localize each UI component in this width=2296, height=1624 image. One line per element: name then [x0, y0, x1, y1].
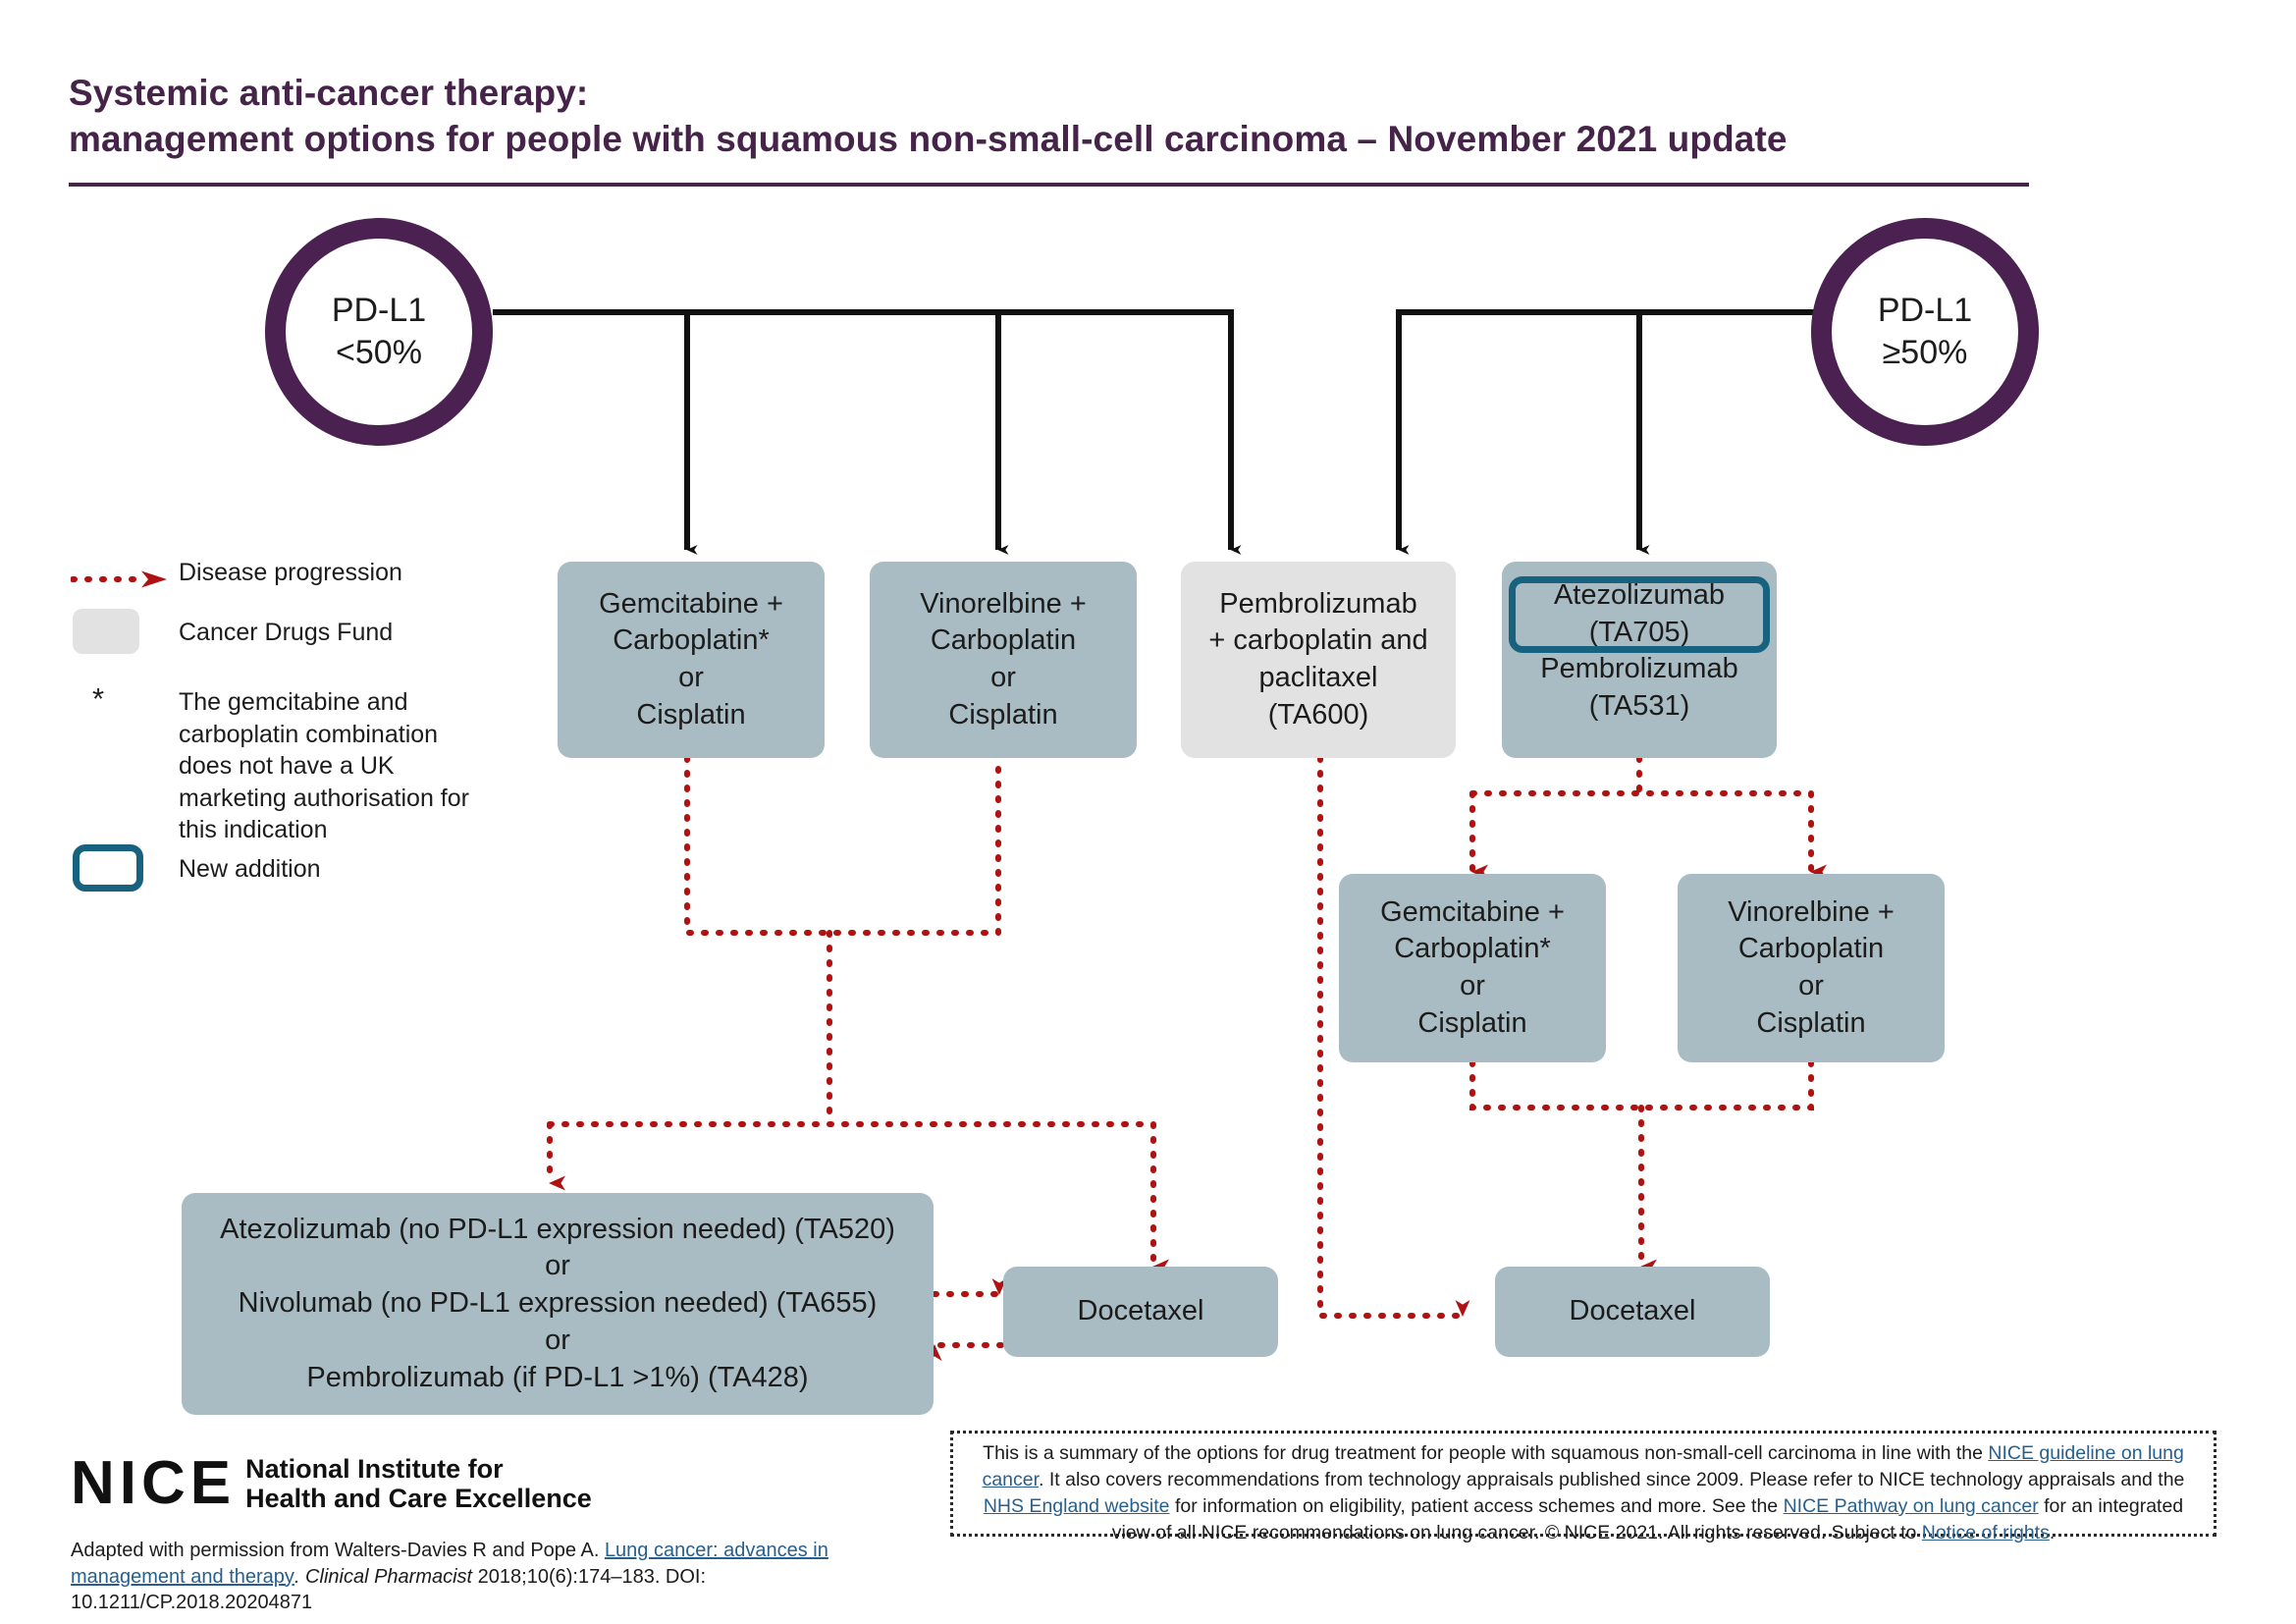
disclaimer-link-guideline[interactable]: NICE guideline on lung cancer — [982, 1442, 2184, 1490]
node-pdl1-high[interactable]: PD-L1 ≥50% — [1811, 218, 2039, 446]
node-atezolizumab-pembrolizumab[interactable]: Atezolizumab (TA705) Pembrolizumab (TA53… — [1502, 562, 1777, 758]
node-vinorelbine-carboplatin-left[interactable]: Vinorelbine + Carboplatin or Cisplatin — [870, 562, 1137, 758]
black-connectors-right — [1396, 309, 1814, 555]
legend-label-asterisk-note: The gemcitabine and carboplatin combinat… — [179, 688, 469, 843]
legend-item-cancer-drugs-fund: Cancer Drugs Fund — [71, 607, 532, 664]
legend-label-progression: Disease progression — [179, 559, 402, 586]
line: Nivolumab (no PD-L1 expression needed) (… — [238, 1287, 878, 1320]
line: Pembrolizumab — [1219, 587, 1417, 620]
new-addition-swatch-icon — [73, 844, 143, 892]
line: Gemcitabine + — [1380, 895, 1565, 928]
disclaimer-p2: . It also covers recommendations from te… — [1039, 1468, 2185, 1490]
pdl1-high-line2: ≥50% — [1882, 334, 1968, 371]
node-gemcitabine-carboplatin-left[interactable]: Gemcitabine + Carboplatin* or Cisplatin — [558, 562, 825, 758]
legend-label-new-addition: New addition — [179, 855, 321, 883]
pdl1-low-line1: PD-L1 — [331, 292, 427, 330]
attribution-link[interactable]: Lung cancer: advances in management and … — [71, 1540, 828, 1588]
dotted-arrow-icon — [71, 570, 167, 588]
line: Docetaxel — [1569, 1295, 1696, 1327]
legend-key-progression — [71, 556, 179, 589]
attribution-pre: Adapted with permission from Walters-Dav… — [71, 1540, 605, 1561]
nice-tagline-line2: Health and Care Excellence — [245, 1484, 592, 1513]
line: or — [545, 1250, 570, 1282]
title-underline — [69, 183, 2029, 187]
disclaimer-link-rights[interactable]: Notice of rights — [1921, 1521, 2050, 1543]
attribution-text: Adapted with permission from Walters-Dav… — [71, 1538, 925, 1616]
line: or — [1798, 970, 1824, 1001]
legend: Disease progression Cancer Drugs Fund * … — [71, 556, 532, 899]
legend-key-new-addition — [71, 844, 179, 892]
disclaimer-box: This is a summary of the options for dru… — [950, 1431, 2216, 1543]
line: + carboplatin and — [1208, 624, 1428, 657]
legend-label-cdf: Cancer Drugs Fund — [179, 619, 394, 646]
node-gemcitabine-carboplatin-right[interactable]: Gemcitabine + Carboplatin* or Cisplatin — [1339, 874, 1606, 1062]
asterisk-icon: * — [92, 681, 105, 716]
line: Carboplatin — [1737, 933, 1885, 965]
line: Gemcitabine + — [599, 587, 783, 620]
black-connectors-left — [493, 309, 1242, 555]
line: Cisplatin — [948, 698, 1058, 731]
disclaimer-link-pathway[interactable]: NICE Pathway on lung cancer — [1783, 1494, 2039, 1517]
disclaimer-link-nhs[interactable]: NHS England website — [983, 1494, 1170, 1517]
title-line-1: Systemic anti-cancer therapy: — [69, 73, 589, 113]
line: Pembrolizumab (if PD-L1 >1%) (TA428) — [306, 1361, 809, 1393]
title-line-2: management options for people with squam… — [69, 118, 1788, 159]
line: Atezolizumab (no PD-L1 expression needed… — [220, 1213, 895, 1245]
line: or — [990, 662, 1016, 693]
line: Carboplatin — [930, 624, 1077, 657]
new-addition-highlight-frame — [1509, 576, 1770, 653]
pdl1-low-line2: <50% — [336, 334, 422, 371]
line: Docetaxel — [1077, 1295, 1204, 1327]
nice-wordmark: NICE — [71, 1449, 237, 1517]
node-pembrolizumab-carboplatin-paclitaxel[interactable]: Pembrolizumab + carboplatin and paclitax… — [1181, 562, 1456, 758]
disclaimer-p1: This is a summary of the options for dru… — [983, 1442, 1989, 1464]
pdl1-high-line1: PD-L1 — [1877, 292, 1973, 330]
line: Carboplatin* — [613, 624, 770, 657]
page-title: Systemic anti-cancer therapy: management… — [69, 71, 2091, 163]
line: (TA600) — [1267, 698, 1369, 731]
disclaimer-p3: for information on eligibility, patient … — [1169, 1494, 1784, 1517]
line: Vinorelbine + — [920, 587, 1087, 620]
legend-key-asterisk: * — [71, 681, 179, 719]
line: Pembrolizumab — [1540, 653, 1738, 685]
attribution-post: 2018;10(6):174–183. DOI: 10.1211/CP.2018… — [71, 1565, 707, 1614]
line: Vinorelbine + — [1728, 895, 1895, 928]
nice-logo: NICE National Institute for Health and C… — [71, 1453, 592, 1514]
line: Cisplatin — [1756, 1006, 1866, 1039]
line: (TA705) — [1588, 616, 1690, 648]
legend-item-asterisk-note: * The gemcitabine and carboplatin combin… — [71, 681, 532, 843]
line: or — [678, 662, 704, 693]
line: Atezolizumab — [1553, 579, 1726, 611]
attribution-italic: . Clinical Pharmacist — [294, 1565, 478, 1588]
node-docetaxel-left[interactable]: Docetaxel — [1003, 1267, 1278, 1357]
disclaimer-p4: for an integrated view of all NICE recom… — [1111, 1494, 2184, 1543]
line: (TA531) — [1588, 690, 1690, 723]
legend-key-cdf — [71, 607, 179, 654]
node-docetaxel-right[interactable]: Docetaxel — [1495, 1267, 1770, 1357]
cdf-swatch-icon — [73, 609, 139, 654]
nice-tagline: National Institute for Health and Care E… — [245, 1454, 592, 1513]
line: or — [1460, 970, 1485, 1001]
disclaimer-p5: . — [2049, 1521, 2056, 1543]
node-second-line-immunotherapy[interactable]: Atezolizumab (no PD-L1 expression needed… — [182, 1193, 934, 1415]
node-pdl1-low[interactable]: PD-L1 <50% — [265, 218, 493, 446]
line: Cisplatin — [636, 698, 746, 731]
node-vinorelbine-carboplatin-right[interactable]: Vinorelbine + Carboplatin or Cisplatin — [1678, 874, 1945, 1062]
nice-tagline-line1: National Institute for — [245, 1453, 504, 1484]
line: paclitaxel — [1258, 662, 1378, 693]
legend-item-new-addition: New addition — [71, 844, 532, 899]
legend-item-disease-progression: Disease progression — [71, 556, 532, 607]
line: or — [545, 1324, 570, 1356]
line: Cisplatin — [1417, 1006, 1527, 1039]
line: Carboplatin* — [1394, 933, 1551, 965]
